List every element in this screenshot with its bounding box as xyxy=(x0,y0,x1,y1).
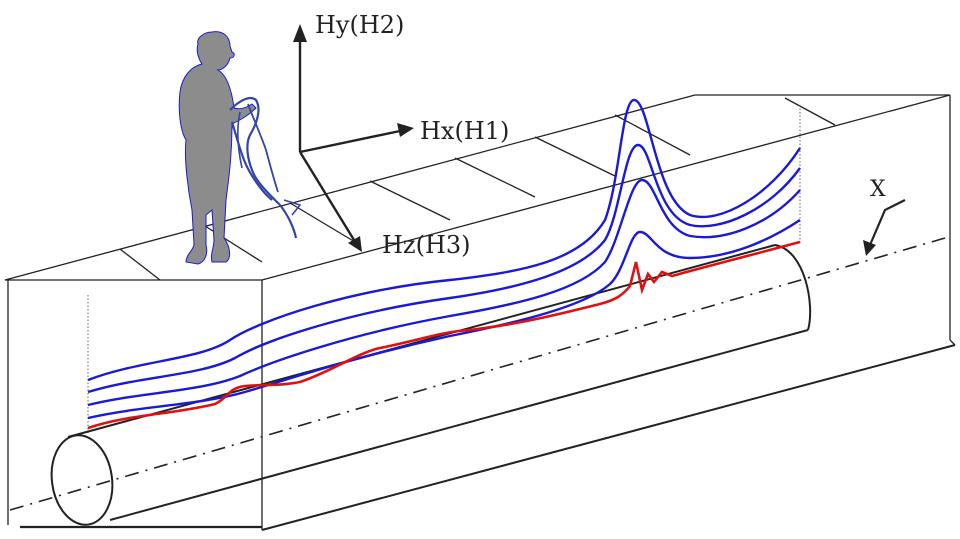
pipe-axis-line xyxy=(9,237,946,511)
pipe-end-cross-section xyxy=(50,434,114,526)
x-direction-label: X xyxy=(870,177,886,202)
profile-curve-4 xyxy=(87,219,801,420)
field-profile-curves xyxy=(87,98,802,420)
axis-label-hx: Hx(H1) xyxy=(420,117,509,145)
axis-label-hy: Hy(H2) xyxy=(315,11,404,39)
person-with-detector-icon xyxy=(178,31,302,265)
axis-hz xyxy=(298,151,362,252)
x-direction-arrow xyxy=(863,199,906,256)
reference-curve xyxy=(87,240,801,430)
profile-curve-1 xyxy=(87,98,802,382)
profile-curve-3 xyxy=(87,178,801,407)
ground-faces xyxy=(7,95,956,531)
axis-hy xyxy=(293,24,307,152)
axis-hx xyxy=(299,123,414,154)
axis-label-hz: Hz(H3) xyxy=(382,231,471,259)
profile-curve-2 xyxy=(87,143,801,394)
